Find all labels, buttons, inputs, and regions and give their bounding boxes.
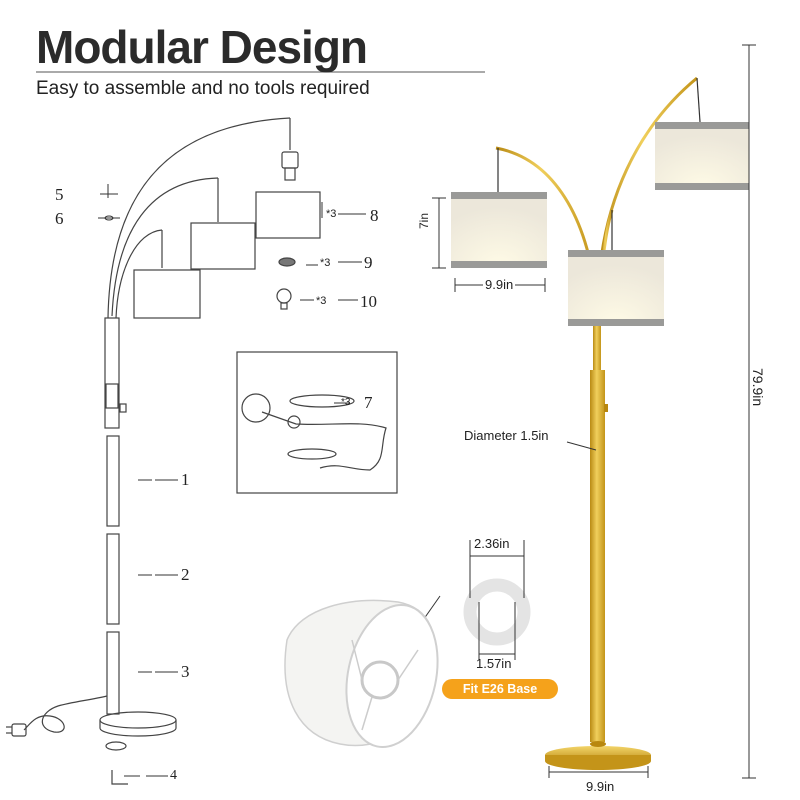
pole-segment-2 [106, 533, 120, 625]
inset-detail-box [236, 351, 398, 494]
page-title: Modular Design [36, 21, 368, 73]
shade-outline-2 [190, 222, 256, 270]
qty-mark-9: *3 [320, 257, 331, 269]
exploded-drawing [6, 117, 398, 785]
e26-base-badge: Fit E26 Base [442, 679, 558, 699]
qty-mark-7: *3 [341, 397, 351, 408]
part-label-10: 10 [360, 292, 377, 311]
pole [590, 370, 605, 742]
finial-icon [278, 257, 296, 267]
dim-shade-height: 7in [417, 212, 431, 229]
part-label-7: 7 [364, 393, 373, 412]
shade-fitter-detail [284, 540, 531, 749]
bulb-icon [276, 288, 292, 304]
part-label-6: 6 [55, 209, 64, 228]
part-label-3: 3 [181, 662, 190, 681]
shade-top-right [655, 122, 749, 190]
dim-total-height: 79.9in [750, 365, 766, 410]
dim-shade-width: 9.9in [483, 277, 516, 292]
page-subtitle: Easy to assemble and no tools required [36, 78, 370, 99]
dim-base-width: 9.9in [584, 779, 617, 794]
part-label-1: 1 [181, 470, 190, 489]
base-outline [99, 711, 177, 729]
shade-left [451, 192, 547, 268]
gold-floor-lamp [451, 76, 749, 770]
part-label-8: 8 [370, 206, 379, 225]
pole-segment-1 [106, 435, 120, 527]
arm-mid [111, 177, 219, 317]
arm-short [115, 229, 163, 319]
part-label-5: 5 [55, 185, 64, 204]
arm-long [107, 117, 291, 319]
shade-center [568, 250, 664, 326]
shade-outline-1 [255, 191, 321, 239]
part-markers [98, 184, 366, 777]
part-label-9: 9 [364, 253, 373, 272]
pole-top-section [104, 317, 120, 429]
qty-mark-10: *3 [316, 295, 327, 307]
dim-pole-diameter: Diameter 1.5in [464, 428, 549, 443]
qty-mark-8: *3 [326, 208, 337, 220]
dim-ring-outer: 2.36in [474, 536, 510, 551]
screw-icon [111, 770, 128, 785]
pole-segment-3 [106, 631, 120, 715]
dimension-lines [432, 44, 756, 779]
socket-icon [281, 151, 299, 169]
dim-ring-inner: 1.57in [476, 656, 512, 671]
drum-shade-white [284, 599, 439, 749]
shade-outline-3 [133, 269, 201, 319]
power-cord [23, 695, 108, 733]
plug-icon [11, 723, 27, 737]
part-label-4: 4 [170, 768, 177, 783]
part-label-2: 2 [181, 565, 190, 584]
ring-fitter [463, 578, 531, 646]
